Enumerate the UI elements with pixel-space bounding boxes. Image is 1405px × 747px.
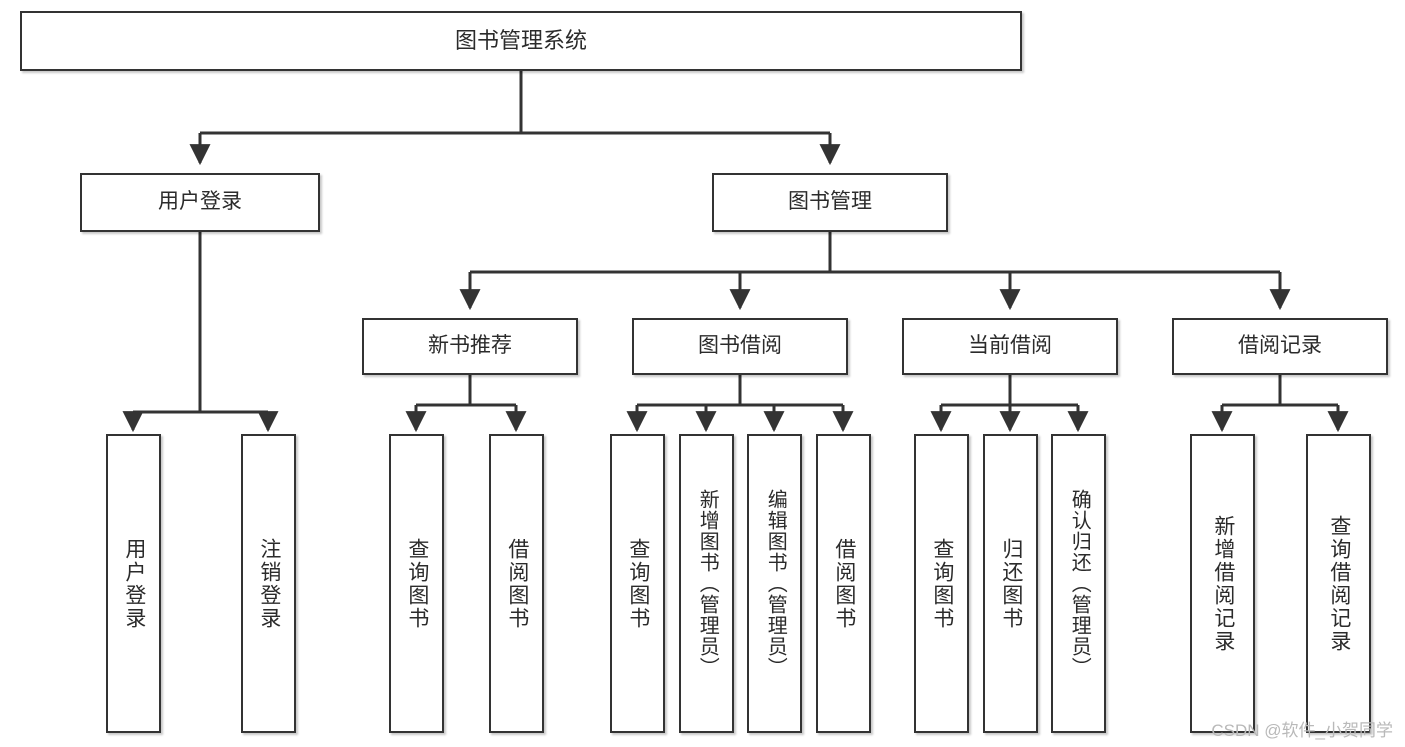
node-book-borrow-label: 图书借阅: [698, 334, 782, 358]
node-borrow-record[interactable]: 借阅记录: [1172, 318, 1388, 375]
leaf-record-query-record[interactable]: 查询借阅记录: [1306, 434, 1371, 733]
node-current-borrow[interactable]: 当前借阅: [902, 318, 1118, 375]
node-root-label: 图书管理系统: [454, 28, 587, 54]
leaf-record-query-record-label: 查询借阅记录: [1327, 514, 1351, 653]
node-root[interactable]: 图书管理系统: [20, 11, 1022, 71]
leaf-current-query-book[interactable]: 查询图书: [914, 434, 969, 733]
leaf-user-login-login[interactable]: 用户登录: [106, 434, 161, 733]
node-book-management[interactable]: 图书管理: [712, 173, 948, 232]
leaf-user-login-login-label: 用户登录: [122, 537, 146, 630]
leaf-record-add-record-label: 新增借阅记录: [1211, 514, 1235, 653]
leaf-new-book-borrow-label: 借阅图书: [505, 537, 529, 630]
node-borrow-record-label: 借阅记录: [1238, 334, 1322, 358]
leaf-borrow-add-book-admin-label: 新增图书（管理员）: [696, 489, 719, 678]
leaf-user-login-logout[interactable]: 注销登录: [241, 434, 296, 733]
leaf-borrow-query-book[interactable]: 查询图书: [610, 434, 665, 733]
leaf-borrow-edit-book-admin[interactable]: 编辑图书（管理员）: [747, 434, 802, 733]
leaf-borrow-query-book-label: 查询图书: [626, 537, 650, 630]
leaf-borrow-borrow-book-label: 借阅图书: [832, 537, 856, 630]
leaf-new-book-query[interactable]: 查询图书: [389, 434, 444, 733]
leaf-new-book-borrow[interactable]: 借阅图书: [489, 434, 544, 733]
leaf-borrow-borrow-book[interactable]: 借阅图书: [816, 434, 871, 733]
leaf-borrow-add-book-admin[interactable]: 新增图书（管理员）: [679, 434, 734, 733]
leaf-current-query-book-label: 查询图书: [930, 537, 954, 630]
leaf-current-return-book-label: 归还图书: [999, 537, 1023, 630]
node-book-management-label: 图书管理: [788, 190, 872, 214]
leaf-user-login-logout-label: 注销登录: [257, 537, 281, 630]
watermark-text: CSDN @软件_小贺同学: [1211, 721, 1393, 740]
leaf-current-return-book[interactable]: 归还图书: [983, 434, 1038, 733]
node-user-login[interactable]: 用户登录: [80, 173, 320, 232]
node-new-book-recommend-label: 新书推荐: [428, 334, 512, 358]
node-new-book-recommend[interactable]: 新书推荐: [362, 318, 578, 375]
leaf-current-confirm-return-admin[interactable]: 确认归还（管理员）: [1051, 434, 1106, 733]
leaf-new-book-query-label: 查询图书: [405, 537, 429, 630]
node-current-borrow-label: 当前借阅: [968, 334, 1052, 358]
leaf-borrow-edit-book-admin-label: 编辑图书（管理员）: [764, 489, 787, 678]
leaf-current-confirm-return-admin-label: 确认归还（管理员）: [1068, 489, 1091, 678]
node-user-login-label: 用户登录: [158, 190, 242, 214]
node-book-borrow[interactable]: 图书借阅: [632, 318, 848, 375]
leaf-record-add-record[interactable]: 新增借阅记录: [1190, 434, 1255, 733]
